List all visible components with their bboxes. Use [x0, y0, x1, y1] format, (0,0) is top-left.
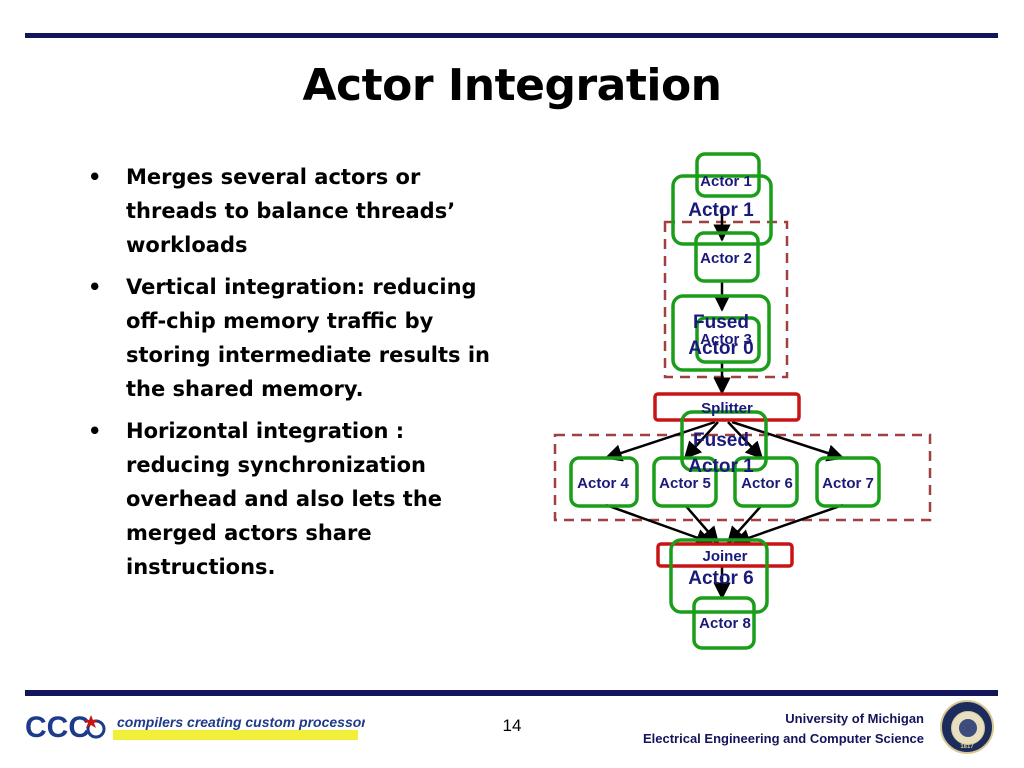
slide-title: Actor Integration: [302, 60, 722, 111]
edge-splitter-actor5: [683, 421, 719, 460]
actor4-node: [569, 456, 639, 508]
edge-actor6-joiner: [726, 504, 763, 545]
bullet-text: Merges several actors or threads to bala…: [126, 165, 456, 257]
node-labels: Actor 1 Actor 2 Actor 3 Splitter Actor 4…: [577, 173, 874, 632]
fused-mid-actor1-label: Actor 1: [688, 456, 754, 477]
horizontal-fusion-region: [553, 433, 932, 522]
seal-year: 1817: [960, 744, 974, 750]
top-rule: [25, 33, 998, 38]
star-icon: [84, 715, 106, 739]
actor0-fused-node: [671, 294, 771, 372]
bottom-rule: [25, 690, 998, 696]
fused-mid-label: Fused: [693, 430, 749, 451]
tagline-text: compilers creating custom processors: [117, 714, 365, 730]
actor6-bottom-fused-node: [669, 538, 769, 614]
edge-actor5-joiner: [684, 504, 720, 545]
university-seal-icon: 1817: [940, 700, 994, 754]
bullet-marker: •: [88, 165, 102, 189]
actor7-node: [815, 456, 881, 508]
actor1-fused-node: [671, 174, 773, 246]
actor8-label: Actor 8: [699, 615, 751, 632]
bullet-text: Horizontal integration : reducing synchr…: [126, 419, 443, 579]
fused-actor0-label: Actor 0: [688, 338, 753, 359]
edge-splitter-actor4: [604, 420, 716, 462]
actor2-label: Actor 2: [700, 250, 752, 267]
fused-actor1-label: Actor 1: [688, 200, 754, 221]
edge-actor4-joiner: [605, 503, 714, 546]
actor3-label: Actor 3: [700, 331, 752, 348]
bullet-item: • Merges several actors or threads to ba…: [88, 160, 498, 262]
bullet-marker: •: [88, 419, 102, 443]
splitter-label: Splitter: [701, 400, 753, 417]
bullet-item: • Vertical integration: reducing off-chi…: [88, 270, 498, 406]
actor7-label: Actor 7: [822, 475, 874, 492]
bullet-marker: •: [88, 275, 102, 299]
fused-actor6-label: Actor 6: [688, 568, 753, 589]
edge-splitter-actor6: [727, 421, 764, 460]
university-name: University of Michigan: [785, 711, 924, 726]
actor3-node: [695, 316, 761, 364]
edge-splitter-actor7: [731, 420, 845, 462]
logo-text: CCC: [25, 711, 90, 744]
actor-nodes: [569, 152, 881, 650]
actor8-node: [692, 596, 756, 650]
bullet-text: Vertical integration: reducing off-chip …: [126, 275, 490, 401]
fused-labels: Actor 1 Fused Actor 0 Fused Actor 1 Acto…: [688, 200, 754, 589]
vertical-fusion-region: [663, 220, 789, 379]
actor1-mid-fused-node: [680, 410, 768, 472]
fused-top-label: Fused: [693, 312, 749, 333]
edge-actor7-joiner: [732, 503, 844, 547]
ccc-logo: CCC compilers creating custom processors: [25, 705, 375, 750]
actor5-label: Actor 5: [659, 475, 711, 492]
joiner-label: Joiner: [702, 548, 747, 565]
actor5-node: [652, 456, 718, 508]
actor6-label: Actor 6: [741, 475, 793, 492]
bullet-item: • Horizontal integration : reducing sync…: [88, 414, 498, 584]
page-number: 14: [502, 716, 522, 735]
joiner-node: [656, 542, 794, 568]
actor6-node: [733, 456, 799, 508]
actor1-label: Actor 1: [700, 173, 752, 190]
actor2-node: [694, 231, 760, 283]
actor4-label: Actor 4: [577, 475, 629, 492]
department-name: Electrical Engineering and Computer Scie…: [642, 731, 924, 746]
university-block: University of Michigan Electrical Engine…: [643, 709, 924, 749]
bullet-list: • Merges several actors or threads to ba…: [88, 160, 498, 592]
